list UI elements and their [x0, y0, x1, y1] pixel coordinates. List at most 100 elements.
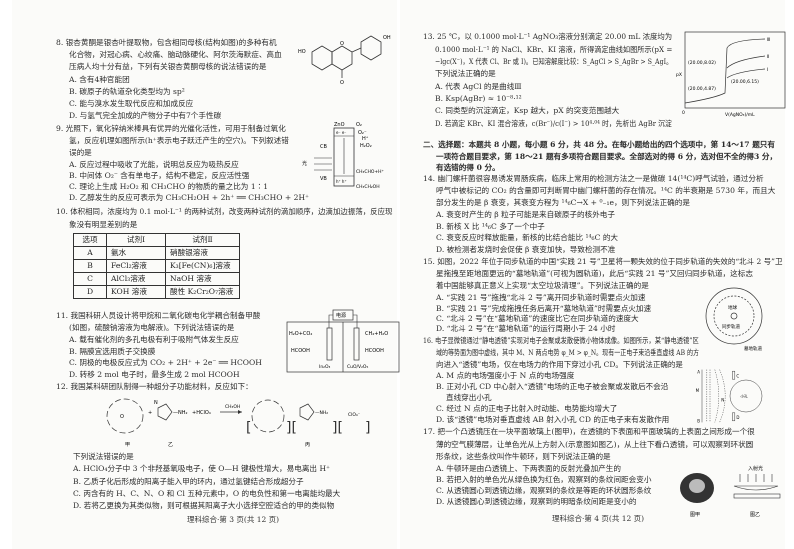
q16-line: C. 经过 N 点的正电子比射入时动能、电势能均增大了: [436, 404, 618, 413]
fig11-right-in: CH₄+H₂O: [365, 331, 388, 337]
q16-line: B. 正对小孔 CD 中心射入“透镜”电场的正电子被会聚或发散后不会沿: [436, 382, 669, 391]
fig12-nh2-product: —NH₂: [315, 410, 328, 416]
q8-line: C. 能与溴水发生取代反应和加成反应: [69, 99, 194, 108]
fig12-nh2: —NH₂: [173, 410, 188, 416]
fig9-holes: h⁺ h⁺: [336, 179, 347, 184]
cell: 氨水: [106, 246, 166, 260]
q13-line: 0.1000 mol·L⁻¹ 的 NaCl、KBr、KI 溶液，所得滴定曲线如图…: [435, 45, 673, 54]
fig12-condition: CH₃OH: [225, 404, 240, 410]
q15-line: 15. 如图，2022 年位于同步轨道的中国“实践 21 号”卫星将一颗失效的位…: [423, 257, 783, 266]
sync-orbit-label: 同步轨道: [722, 323, 740, 330]
q12-line: B. 乙质子化后形成的阳离子能入甲的环内，通过氢键结合形成超分子: [73, 477, 304, 486]
q16-line: 16. 电子显微镜通过“静电透镜”实现对电子会聚或发散使微小物体成像。如图所示，…: [423, 336, 699, 345]
section2-line: 二、选择题：本题共 8 小题，每小题 6 分，共 48 分。在每小题给出的四个选…: [423, 140, 775, 149]
point-label-2: (20.00,6.15): [731, 79, 759, 85]
cell: B: [73, 259, 107, 273]
orbit-figure: 地球 同步轨道 墓地轨道: [705, 287, 762, 352]
fig17-yi-label: 图乙: [750, 511, 760, 518]
graveyard-orbit-label: 墓地轨道: [744, 345, 762, 352]
curve-label-1: Ⅰ: [767, 67, 768, 73]
fig11-right-out: HCOOH: [365, 348, 384, 354]
q16-line: 直线穿出小孔: [446, 393, 492, 402]
q9-line: B. 中间体 O₂⁻ 含有单电子，结构不稳定，反应活性强: [69, 171, 250, 180]
electrostatic-lens-figure: A B M N C D 小孔: [696, 369, 763, 423]
fig12-plus: +: [148, 410, 152, 416]
fig9-ch3ch2oh: CH₃CH₂OH: [356, 184, 380, 190]
q15-line: B. “实践 21 号”完成拖拽任务后离开“墓地轨道”时需要点火加速: [436, 304, 652, 313]
fig9-hp: H⁺: [362, 136, 369, 142]
cell: C: [73, 272, 107, 286]
q8-line: A. 含有4种官能团: [69, 75, 130, 84]
fig11-power: 电源: [336, 312, 346, 319]
fig11-right-cat: CuO/V₂O₅: [347, 364, 368, 370]
q11-line: D. 转移 2 mol 电子时，最多生成 2 mol HCOOH: [69, 370, 240, 379]
newton-rings-figure: 图甲 入射光 图乙: [680, 465, 781, 518]
q14-line: C. 衰变反应时释放能量，新核的比结合能比 ¹⁴₆C 的大: [436, 233, 619, 242]
q16-line: 域的等势面为图中虚线，其中 M、N 两点电势 φ_M > φ_N。现有一正电子束…: [436, 348, 699, 357]
fig9-zno: ZnO: [334, 122, 345, 128]
fig9-vb: VB: [320, 176, 327, 182]
point-label-1: (20.00,8.02): [688, 60, 716, 66]
q9-line: D. 乙醇发生的反应可表示为 CH₃CH₂OH + 2h⁺ ══ CH₃CHO …: [69, 193, 310, 202]
supramolecule-reaction-figure: O + N —NH₂ +HClO₄ CH₃OH [ ][ —NH₂ ][ ClO…: [106, 398, 370, 448]
q11-line: A. 载有催化剂的多孔电极有利于吸附气体发生反应: [69, 335, 239, 344]
cell: AlCl₃溶液: [106, 272, 166, 286]
q8-line: 压病人均十分有益，下列有关银杏黄酮母核的说法错误的是: [69, 62, 267, 71]
page-4-footer: 理科综合·第 4 页(共 12 页): [552, 514, 645, 523]
q13-line: 下列说法正确的是: [435, 69, 496, 78]
q14-line: 呼气中被标记的 CO₂ 的含量即可判断胃中幽门螺杆菌的存在情况。¹⁴C 的半衰期…: [436, 186, 776, 195]
fig12-label-bing: 丙: [305, 442, 310, 448]
fig16-n: N: [721, 398, 724, 403]
q15-line: A. “实践 21 号”拖拽“北斗 2 号”离开同步轨道时需要点火加速: [436, 293, 646, 302]
flavone-structure-figure: HO OH O O: [298, 35, 391, 86]
q17-line: C. 从透镜圆心到透镜边缘，观察到的条纹是等距的环状圆形条纹: [436, 486, 652, 495]
cell: D: [73, 285, 107, 299]
fig16-hole: 小孔: [740, 394, 748, 399]
q9-line: C. 理论上生成 H₂O₂ 和 CH₃CHO 的物质的量之比为 1∶1: [69, 182, 269, 191]
section2-line: 有选错的得 0 分。: [436, 163, 500, 172]
q8-line: B. 碳原子的轨道杂化类型均为 sp²: [69, 87, 185, 96]
q13-line: A. 代表 AgCl 的是曲线Ⅲ: [435, 82, 522, 91]
cell: KOH 溶液: [106, 285, 166, 299]
q12-line: C. 丙含有的 H、C、N、O 和 Cl 五种元素中，O 的电负性和第一电离能均…: [73, 489, 341, 498]
q17-line: D. 从透镜圆心到透镜边缘，观察到的明暗条纹间距是变小的: [436, 497, 637, 506]
fig12-label-jia: 甲: [125, 442, 130, 448]
svg-text:]: ]: [365, 420, 370, 436]
table-header: 选项: [73, 233, 107, 247]
q16-line: A. M 点的电场强度小于 N 点的电场强度: [436, 371, 575, 380]
q15-line: D. “北斗 2 号”在“墓地轨道”的运行周期小于 24 小时: [436, 324, 616, 333]
fig8-ho: HO: [298, 49, 306, 55]
fig12-o: O: [120, 414, 124, 420]
section2-line: 一项符合题目要求，第 18～21 题有多项符合题目要求。全部选对的得 6 分，选…: [436, 152, 778, 161]
q12-line: 12. 我国某科研团队制得一种超分子功能材料，反应如下：: [56, 382, 253, 391]
svg-text:[: [: [246, 420, 251, 436]
fig8-o: O: [340, 41, 344, 47]
q17-line: 17. 把一个凸透镜压在一块平面玻璃上(图甲)，在透镜的下表面和平面玻璃的上表面…: [423, 427, 755, 436]
earth-label: 地球: [728, 304, 737, 311]
q11-line: (如图，硫酸钠溶液为电解液)。下列说法错误的是: [69, 323, 235, 332]
fig16-b: B: [697, 418, 700, 423]
q11-line: 11. 我国科研人员设计将甲烷和二氧化碳电化学耦合制备甲酸: [56, 311, 261, 320]
q9-line: 氢，反应机理如图所示(h⁺表示电子跃迁产生的空穴)。下列叙述错: [69, 136, 289, 145]
fig9-o2m: O₂⁻: [358, 130, 367, 136]
q11-line: C. 阴极的电极反应式为 CO₂ + 2H⁺ + 2e⁻ ══ HCOOH: [69, 358, 262, 367]
q9-line: A. 反应过程中吸收了光能，说明总反应为吸热反应: [69, 160, 239, 169]
svg-text:][: ][: [332, 420, 343, 436]
q17-line: 薄的空气膜薄层，让单色光从上方射入(示意图如图乙)，从上往下看凸透镜，可以观察到…: [436, 440, 754, 449]
q12-line: D. 若将乙更换为其类似物，则可根据其阳离子大小选择空腔适合的甲的类似物: [73, 501, 335, 510]
q14-line: A. 衰变时产生的 β 粒子可能是来自碳原子的核外电子: [436, 210, 615, 219]
q14-line: B. 新核 X 比 ¹⁴₆C 多了一个中子: [436, 222, 545, 231]
q15-line: C. “北斗 2 号”在“墓地轨道”的速度比它在同步轨道的速度大: [436, 314, 639, 323]
curve-label-2: Ⅱ: [767, 54, 769, 60]
curve-label-3: Ⅲ: [767, 37, 770, 43]
q13-line: D. 若滴定 KBr、KI 混合溶液，c(Br⁻)/c(I⁻) > 10⁴·⁰⁴…: [435, 119, 672, 128]
fig8-o2: O: [340, 80, 344, 86]
fig8-oh: OH: [383, 35, 391, 41]
q17-line: A. 牛顿环是由凸透镜上、下两表面的反射光叠加产生的: [436, 464, 621, 473]
q17-line: B. 若把入射的单色光从绿色换为红色，观察到的条纹间距会变小: [436, 475, 652, 484]
q14-line: 14. 幽门螺杆菌很容易诱发胃肠疾病，临床上常用的检测方法之一是做碳 14(¹⁴…: [423, 174, 764, 183]
q12-line: A. HClO₄分子中 3 个非羟基氧吸电子，使 O—H 键极性增大，易电离出 …: [73, 464, 331, 473]
